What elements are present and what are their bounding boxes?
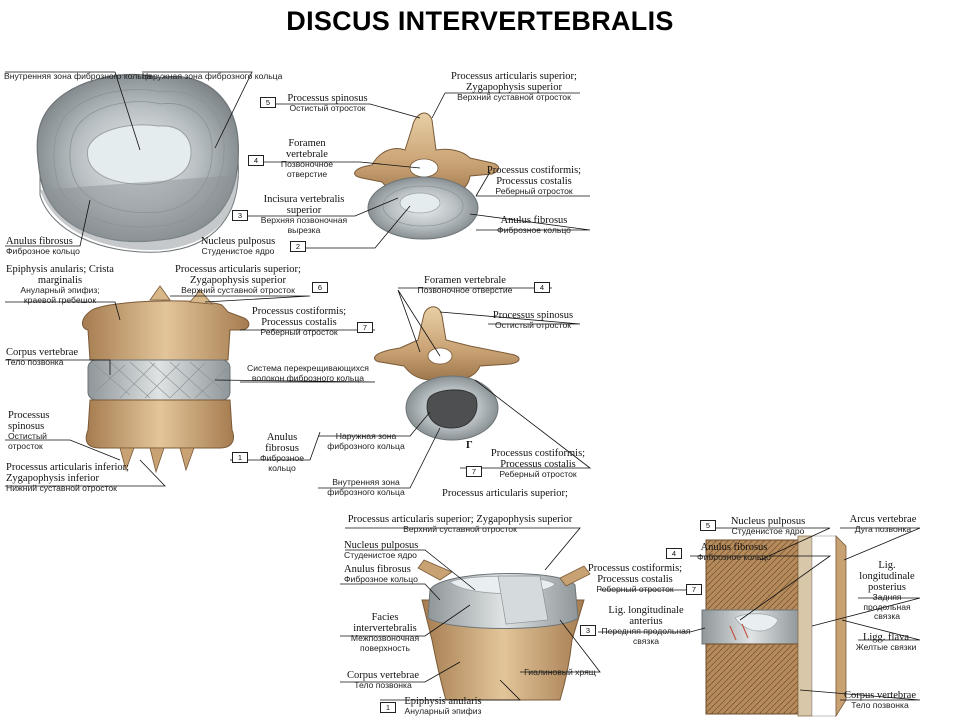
label-p5-hyaline: Гиалиновый хрящ: [524, 667, 596, 677]
page-title: DISCUS INTERVERTEBRALIS: [286, 6, 674, 36]
disc-on-vertebral-body: [417, 559, 591, 701]
number-box: 5: [260, 97, 276, 108]
label-p4-outer-zone: Наружная зона фиброзного кольца: [327, 431, 405, 451]
vertebrae-lateral-view: [82, 285, 250, 474]
number-box: 3: [580, 625, 596, 636]
label-p4-inner-zone: Внутренняя зона фиброзного кольца: [327, 477, 405, 497]
number-box: 5: [700, 520, 716, 531]
label-p1-inner-zone: Внутренняя зона фиброзного кольца: [4, 71, 152, 81]
spine-sagittal-section: [701, 535, 847, 718]
number-box: 7: [357, 322, 373, 333]
number-box: 7: [466, 466, 482, 477]
label-p4-art-sup-cut: Processus articularis superior;: [442, 488, 568, 499]
label-p1-outer-zone: Наружная зона фиброзного кольца: [142, 71, 283, 81]
number-box: 6: [312, 282, 328, 293]
label-p2-costiformis: Processus costiformis; Processus costali…: [486, 165, 582, 196]
number-box: 4: [534, 282, 550, 293]
label-p3-art-sup: Processus articularis superior; Zygapoph…: [175, 264, 301, 295]
label-p3-system: Система перекрещивающихся волокон фиброз…: [247, 363, 369, 383]
number-box: 4: [248, 155, 264, 166]
number-box: 1: [232, 452, 248, 463]
label-p3-art-inf: Processus articularis inferior; Zygapoph…: [6, 462, 130, 493]
number-box: 1: [380, 702, 396, 713]
label-p6-costiformis: Processus costiformis; Processus costali…: [587, 563, 683, 594]
number-box: 4: [666, 548, 682, 559]
vertebra-top-view-1: [354, 112, 500, 240]
label-p4-costiformis: Processus costiformis; Processus costali…: [490, 448, 586, 479]
label-p2-art-sup: Processus articularis superior; Zygapoph…: [451, 71, 577, 102]
number-box: 3: [232, 210, 248, 221]
disc-top-view: [36, 73, 239, 253]
label-p3-costiformis: Processus costiformis; Processus costali…: [251, 306, 347, 337]
leader-lines: [5, 71, 921, 701]
number-box: 7: [686, 584, 702, 595]
number-box: 2: [290, 241, 306, 252]
label-p5-art-sup: Processus articularis superior; Zygapoph…: [347, 514, 573, 534]
figure-letter: Г: [466, 440, 473, 451]
